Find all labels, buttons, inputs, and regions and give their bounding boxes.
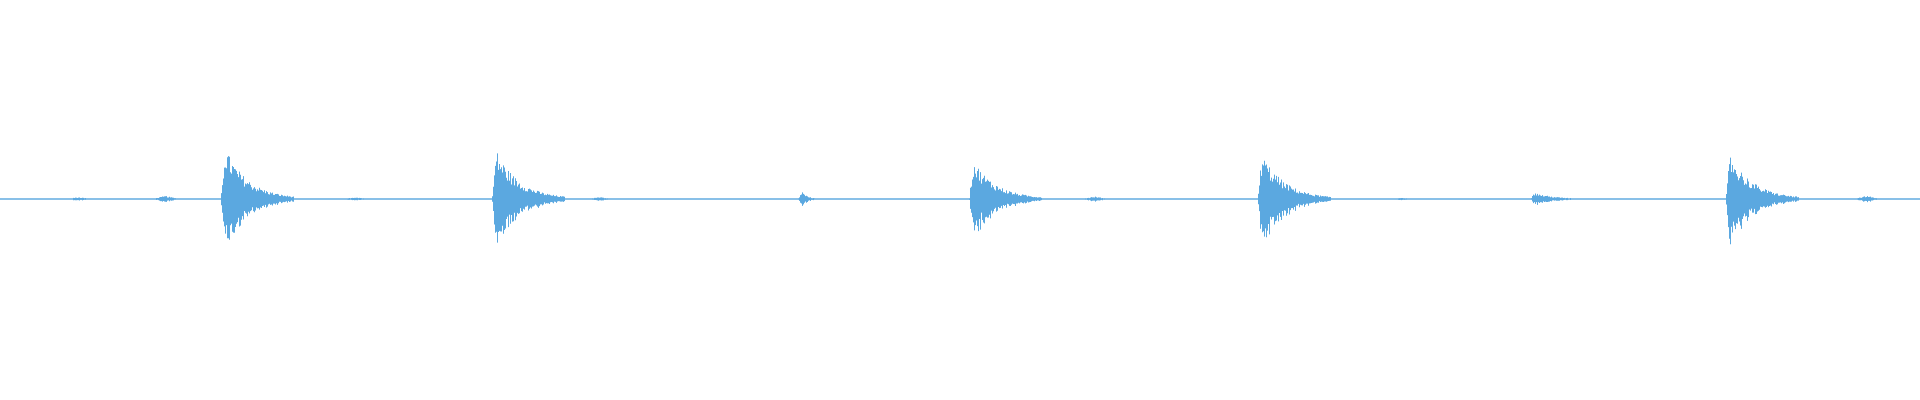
waveform-transient-4 [971, 159, 977, 238]
waveform-transient-2 [494, 149, 500, 249]
waveform-transient-6 [1532, 193, 1538, 206]
waveform-transient-3 [800, 191, 806, 206]
waveform-layer [0, 147, 1920, 252]
waveform-transient-7 [1728, 153, 1734, 245]
waveform-transient-5 [1259, 153, 1265, 245]
waveform-transient-1 [222, 147, 228, 252]
